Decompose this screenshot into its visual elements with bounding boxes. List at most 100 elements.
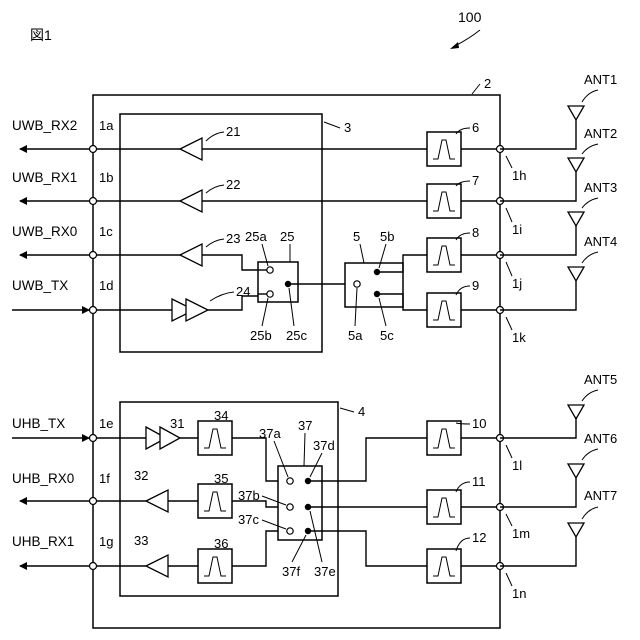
filter-35-label: 35: [214, 471, 228, 486]
terminal-1h-leader: [506, 156, 512, 168]
ant4-feed: [500, 289, 576, 310]
terminal-1m-leader: [506, 514, 512, 526]
antenna-4-label: ANT4: [584, 234, 617, 249]
antenna-7-label: ANT7: [584, 488, 617, 503]
terminal-1k-leader: [506, 317, 512, 330]
switch-5a-port: [354, 281, 360, 287]
filter-35: [198, 484, 232, 518]
uwb-ic-ref-label: 3: [344, 120, 351, 135]
switch-37b-label: 37b: [238, 488, 260, 503]
switch-25b-label: 25b: [250, 328, 272, 343]
ant1-feed: [500, 128, 576, 149]
switch-5-label: 5: [353, 229, 360, 244]
ant7-feed: [500, 545, 576, 566]
switch-25b-port: [267, 291, 273, 297]
filter-6: [427, 132, 461, 166]
device-ref-arrow-icon: [450, 42, 459, 49]
switch-37d-label: 37d: [313, 438, 335, 453]
filter-34-label: 34: [214, 408, 228, 423]
amp-31-label: 31: [170, 416, 184, 431]
terminal-1e-label: 1e: [99, 416, 113, 431]
device-ref-label: 100: [458, 9, 482, 25]
filter-8-label: 8: [472, 225, 479, 240]
terminal-1j-leader: [506, 262, 512, 276]
terminal-1n-leader: [506, 573, 512, 586]
antenna-6-label: ANT6: [584, 431, 617, 446]
ant2-feed: [500, 180, 576, 201]
switch-37e-port: [305, 504, 311, 510]
switch-37b-port: [287, 504, 293, 510]
switch-25-label: 25: [280, 229, 294, 244]
filter-9: [427, 293, 461, 327]
terminal-1f-label: 1f: [99, 471, 110, 486]
switch-37f-label: 37f: [282, 564, 300, 579]
switch-37f-port: [305, 528, 311, 534]
antenna-1-icon: [568, 106, 584, 120]
filter-8: [427, 238, 461, 272]
terminal-1c: [90, 252, 97, 259]
switch-37a-label: 37a: [259, 426, 281, 441]
filter-11-label: 11: [472, 474, 486, 489]
antenna-6-leader: [582, 449, 598, 460]
module-ref-leader: [472, 84, 480, 94]
switch-37d-port: [305, 478, 311, 484]
filter-36: [198, 549, 232, 583]
antenna-7-icon: [568, 523, 584, 537]
terminal-1h-label: 1h: [512, 168, 526, 183]
filter-11: [427, 490, 461, 524]
antenna-4-leader: [582, 252, 598, 263]
switch-25a-label: 25a: [245, 229, 267, 244]
filter-10: [427, 421, 461, 455]
uwb-rx0-label: UWB_RX0: [12, 224, 77, 239]
switch-37-label: 37: [298, 418, 312, 433]
ant6-feed: [500, 486, 576, 507]
antenna-1-label: ANT1: [584, 72, 617, 87]
switch-37c-label: 37c: [238, 512, 259, 527]
switch-37a-port: [287, 478, 293, 484]
filter-7-label: 7: [472, 173, 479, 188]
terminal-1g: [90, 563, 97, 570]
filter-12-label: 12: [472, 530, 486, 545]
filter-36-label: 36: [214, 536, 228, 551]
antenna-2-leader: [582, 144, 598, 154]
filter-7: [427, 184, 461, 218]
terminal-1k-label: 1k: [512, 330, 526, 345]
uwb-tx-label: UWB_TX: [12, 278, 68, 293]
terminal-1d: [90, 307, 97, 314]
switch-37e-label: 37e: [314, 564, 336, 579]
antenna-6-icon: [568, 464, 584, 478]
terminal-1l-leader: [506, 445, 512, 458]
antenna-1-leader: [582, 90, 598, 102]
filter-9-label: 9: [472, 278, 479, 293]
amp-21-label: 21: [226, 124, 240, 139]
uhb-rx0-label: UHB_RX0: [12, 471, 74, 486]
uhb-ic-ref-label: 4: [358, 404, 365, 419]
terminal-1n-label: 1n: [512, 586, 526, 601]
switch-37c-port: [287, 528, 293, 534]
terminal-1b: [90, 198, 97, 205]
switch-5c-label: 5c: [380, 328, 394, 343]
terminal-1a-label: 1a: [99, 118, 114, 133]
antenna-2-label: ANT2: [584, 126, 617, 141]
amp-24-label: 24: [236, 284, 250, 299]
filter-12: [427, 549, 461, 583]
antenna-4-icon: [568, 267, 584, 281]
filter-34: [198, 421, 232, 455]
switch-25a-port: [267, 267, 273, 273]
terminal-1f: [90, 498, 97, 505]
terminal-1i-leader: [506, 208, 512, 222]
uhb-tx-label: UHB_TX: [12, 416, 65, 431]
antenna-7-leader: [582, 507, 598, 519]
antenna-3-label: ANT3: [584, 180, 617, 195]
antenna-2-icon: [568, 158, 584, 172]
filter-6-label: 6: [472, 120, 479, 135]
terminal-1d-label: 1d: [99, 278, 113, 293]
antenna-5-label: ANT5: [584, 372, 617, 387]
ant3-feed: [500, 234, 576, 255]
terminal-1e: [90, 435, 97, 442]
antenna-3-leader: [582, 198, 598, 208]
module-ref-label: 2: [484, 76, 491, 91]
terminal-1c-label: 1c: [99, 224, 113, 239]
amp-22-label: 22: [226, 177, 240, 192]
